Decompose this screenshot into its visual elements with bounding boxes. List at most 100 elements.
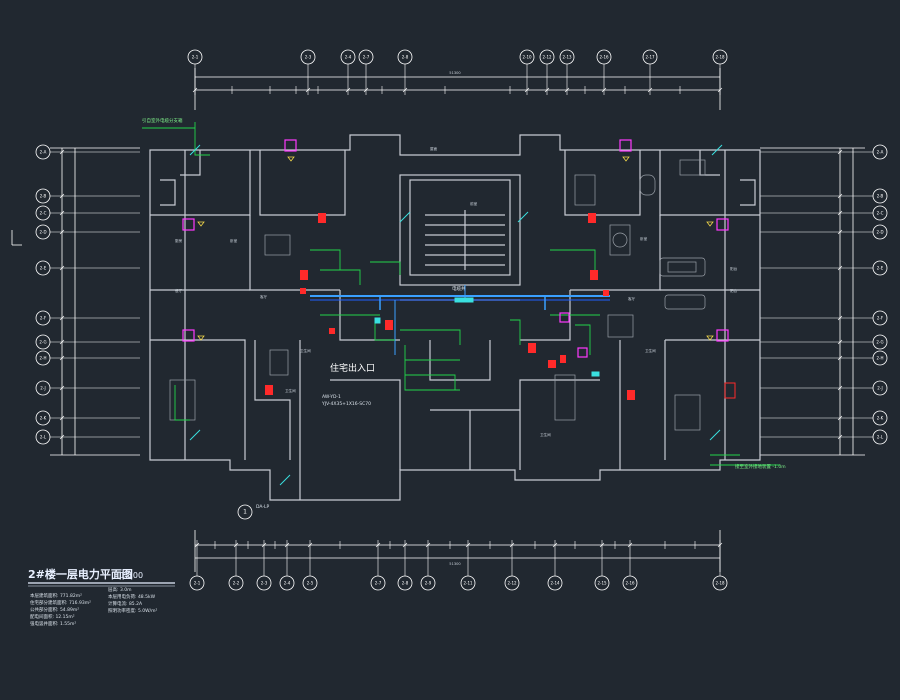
axis-label: 2-17	[645, 55, 655, 60]
green-circuits	[142, 122, 780, 466]
axis-label: 2-A	[40, 150, 47, 155]
dimension-tick	[194, 542, 200, 548]
dimension-tick	[837, 210, 843, 216]
svg-text:客厅: 客厅	[628, 296, 636, 301]
axis-label: 2-L	[40, 435, 47, 440]
axis-label: 2-3	[261, 581, 268, 586]
svg-text:阳台: 阳台	[730, 288, 738, 293]
dimension-tick	[544, 87, 550, 93]
right-dimension-group	[760, 147, 865, 456]
furniture	[169, 159, 706, 431]
dimension-tick	[402, 542, 408, 548]
svg-text:餐厅: 餐厅	[175, 288, 183, 293]
svg-text:卫生间: 卫生间	[645, 348, 656, 353]
axis-label: 2-16	[625, 581, 635, 586]
dimension-tick	[599, 542, 605, 548]
yellow-markers	[197, 156, 714, 341]
dimension-tick	[59, 339, 65, 345]
cyan-fixtures	[189, 144, 723, 486]
dimension-tick	[837, 149, 843, 155]
axis-label: 2-A	[877, 150, 884, 155]
dimension-tick	[837, 415, 843, 421]
dimension-tick	[305, 87, 311, 93]
dimension-tick	[59, 229, 65, 235]
axis-label: 2-10	[522, 55, 532, 60]
note-left-2: 住宅部分建筑面积: 716.93m²	[30, 599, 91, 606]
axis-label: 2-H	[877, 356, 884, 361]
svg-text:卧室: 卧室	[230, 238, 238, 243]
dimension-tick	[564, 87, 570, 93]
dimension-tick	[59, 210, 65, 216]
axis-label: 2-1	[192, 55, 199, 60]
left-dimension-group	[50, 147, 140, 456]
axis-label: 2-J	[40, 386, 45, 391]
dimension-tick	[59, 355, 65, 361]
svg-text:阳台: 阳台	[730, 266, 738, 271]
svg-text:厨房: 厨房	[175, 238, 183, 243]
dimension-tick	[837, 339, 843, 345]
dimension-tick	[233, 542, 239, 548]
axis-label: 2-C	[40, 211, 47, 216]
note-right-1: 层高: 3.0m	[108, 586, 132, 593]
dimension-tick	[284, 542, 290, 548]
dimension-tick	[524, 87, 530, 93]
callout-bottom-right: 接至室外接地装置 -1.0m	[735, 463, 786, 470]
axis-label: 2-1	[194, 581, 201, 586]
dimension-tick	[837, 355, 843, 361]
axis-label: 2-C	[877, 211, 884, 216]
dimension-tick	[375, 542, 381, 548]
note-right-4: 照明功率密度: 5.0W/m²	[108, 607, 157, 614]
dimension-tick	[647, 87, 653, 93]
axis-label: 2-H	[40, 356, 47, 361]
distribution-box-label: AW-YD-1	[322, 394, 341, 400]
axis-label: 2-8	[402, 55, 409, 60]
svg-text:客厅: 客厅	[260, 294, 268, 299]
right-dimension-ticks	[760, 149, 873, 440]
dimension-tick	[717, 542, 723, 548]
dimension-tick	[345, 87, 351, 93]
dimension-tick	[59, 265, 65, 271]
note-left-1: 本层建筑面积: 771.82m²	[30, 592, 82, 599]
dimension-tick	[837, 434, 843, 440]
right-axis-bubbles: 2-A2-B2-C2-D2-E2-F2-G2-H2-J2-K2-L	[872, 144, 888, 445]
axis-label: 2-12	[542, 55, 552, 60]
svg-text:卧室: 卧室	[640, 236, 648, 241]
axis-label: 2-16	[599, 55, 609, 60]
axis-label: 2-D	[876, 230, 883, 235]
top-overall-dimension: 51300	[449, 71, 461, 75]
note-right-3: 计算电流: 85.2A	[108, 600, 143, 607]
axis-label: 2-12	[507, 581, 517, 586]
dimension-tick	[425, 542, 431, 548]
dimension-tick	[837, 229, 843, 235]
axis-label: 2-8	[402, 581, 409, 586]
axis-label: 2-18	[715, 581, 725, 586]
dimension-tick	[59, 434, 65, 440]
bottom-dimension-ticks	[194, 540, 723, 576]
axis-label: 2-G	[39, 340, 46, 345]
drawing-title: 2#楼一层电力平面图	[28, 567, 133, 581]
axis-label: 2-13	[562, 55, 572, 60]
cable-spec-label: YJV-4X35+1X16-SC70	[321, 401, 371, 407]
axis-label: 2-4	[345, 55, 352, 60]
dimension-tick	[261, 542, 267, 548]
dimension-tick	[837, 193, 843, 199]
section-mark-text: DA-LP	[256, 504, 269, 510]
svg-text:卫生间: 卫生间	[540, 432, 551, 437]
shaft-note: 电缆井	[452, 285, 466, 292]
axis-label: 2-E	[40, 266, 47, 271]
dimension-tick	[59, 149, 65, 155]
axis-label: 2-L	[877, 435, 884, 440]
dimension-tick	[552, 542, 558, 548]
axis-label: 2-F	[40, 316, 47, 321]
magenta-panels	[182, 139, 729, 358]
dimension-tick	[837, 385, 843, 391]
svg-text:卫生间: 卫生间	[300, 348, 311, 353]
notes-left: 本层建筑面积: 771.82m² 住宅部分建筑面积: 716.93m² 公共部分…	[30, 592, 91, 627]
dimension-tick	[627, 542, 633, 548]
dimension-tick	[465, 542, 471, 548]
note-left-4: 配电间面积: 12.15m²	[30, 613, 75, 620]
axis-label: 2-3	[305, 55, 312, 60]
dimension-tick	[363, 87, 369, 93]
